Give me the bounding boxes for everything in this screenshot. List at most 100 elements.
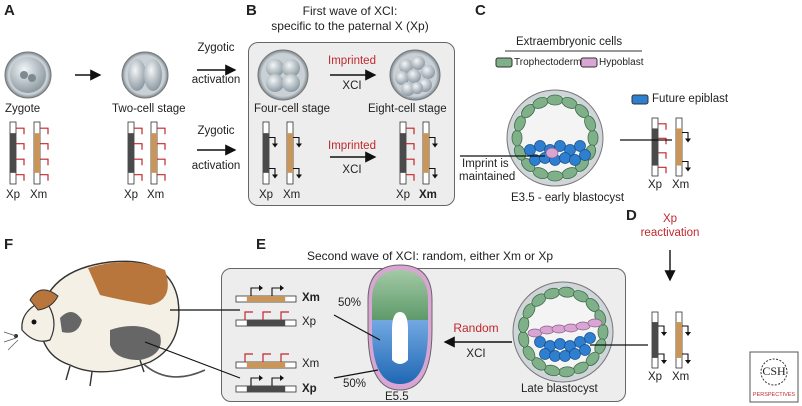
epiblast-cell [534, 336, 546, 348]
xp-reactivation-1: Xp [662, 213, 678, 225]
extraembryonic-label: Extraembryonic cells [516, 36, 623, 48]
hypoblast-cell [587, 318, 603, 328]
imprint-maintained-1: Imprint is [462, 158, 509, 170]
hypoblast-swatch [580, 57, 598, 68]
chrom-xm-b1 [286, 121, 302, 185]
xm-label-b2: Xm [419, 189, 437, 201]
epiblast-cell [554, 338, 566, 350]
percent-bottom: 50% [343, 378, 367, 390]
zygotic-activation-2b: activation [191, 160, 241, 172]
xp-label-d: Xp [648, 371, 663, 383]
zygotic-activation-1: Zygotic [197, 42, 234, 55]
trophectoderm-label: Trophectoderm [514, 57, 582, 68]
zygotic-activation-2: Zygotic [197, 125, 235, 137]
logo-subtext: PERSPECTIVES [752, 392, 796, 398]
chrom-xm-d [675, 311, 691, 369]
chrom-xm-a2 [150, 121, 166, 185]
csh-logo [749, 351, 799, 403]
panel-label-e: E [256, 236, 267, 253]
trophectoderm-cell [584, 115, 597, 132]
xm-label-d: Xm [672, 371, 690, 383]
xp-reactivation-2: reactivation [640, 227, 700, 239]
percent-top: 50% [338, 297, 362, 309]
chrom-xm-a1 [33, 121, 49, 185]
first-wave-title-1: First wave of XCI: [302, 4, 398, 18]
two-cell-embryo-icon [121, 51, 169, 99]
e35-label: E3.5 - early blastocyst [511, 192, 625, 204]
epiblast-cell [579, 149, 591, 161]
panel-label-b: B [246, 2, 257, 19]
e55-label: E5.5 [385, 391, 409, 403]
imprinted-label-2: Imprinted [328, 140, 376, 152]
eight-cell-embryo-icon [389, 49, 441, 101]
panel-label-d: D [626, 207, 637, 224]
four-cell-embryo-icon [257, 49, 309, 101]
xm-active-label: Xm [302, 292, 320, 304]
chrom-xp-c [651, 117, 667, 177]
chrom-xp-e2 [235, 375, 297, 393]
late-blastocyst-icon [512, 281, 614, 383]
epiblast-cell [574, 140, 586, 152]
zygotic-activation-1b: activation [191, 74, 241, 86]
imprinted-label-1: Imprinted [328, 55, 376, 67]
trophectoderm-cell [546, 94, 564, 106]
chrom-xm-e2 [235, 353, 297, 369]
xp-active-label: Xp [302, 383, 317, 395]
chrom-xp-d [651, 311, 667, 369]
epiblast-cell [554, 140, 566, 152]
epiblast-cell [559, 350, 571, 362]
chrom-xm-b2 [422, 121, 438, 185]
chrom-xm-e1 [235, 285, 297, 303]
xp-label-c: Xp [648, 179, 663, 191]
trophectoderm-cell [546, 170, 564, 182]
logo-text: CSH [762, 364, 786, 378]
chrom-xp-b2 [399, 121, 415, 185]
chrom-xp-a1 [9, 121, 25, 185]
chrom-xm-c [675, 117, 691, 177]
trophectoderm-cell [511, 129, 523, 147]
xci-label-2: XCI [342, 164, 362, 176]
xm-label-a2: Xm [147, 189, 165, 201]
first-wave-title-2: specific to the paternal X (Xp) [271, 19, 429, 33]
imprint-maintained-2: maintained [459, 171, 516, 183]
late-blastocyst-label: Late blastocyst [521, 383, 598, 395]
xp-label-b1: Xp [259, 189, 274, 201]
xci-label-e: XCI [466, 348, 486, 360]
panel-label-f: F [4, 236, 14, 253]
random-label: Random [453, 321, 499, 335]
panel-label-c: C [475, 2, 486, 19]
epiblast-cell [524, 144, 536, 156]
e55-embryo-icon [367, 264, 433, 391]
hypoblast-cell [545, 147, 559, 159]
chrom-xp-e1 [235, 311, 297, 327]
xm-label-a1: Xm [30, 189, 48, 201]
eight-cell-label: Eight-cell stage [368, 103, 447, 115]
future-epiblast-label: Future epiblast [652, 93, 729, 105]
two-cell-label: Two-cell stage [112, 103, 186, 115]
epiblast-cell [534, 140, 546, 152]
trophectoderm-cell [587, 129, 599, 147]
xm-label-c: Xm [672, 179, 690, 191]
trophectoderm-swatch [495, 57, 513, 68]
xm-inactive-label: Xm [302, 358, 320, 370]
epiblast-swatch [631, 94, 649, 105]
epiblast-cell [539, 348, 551, 360]
four-cell-label: Four-cell stage [254, 103, 331, 115]
zygotic-activation-1-line1: Zygotic [197, 42, 235, 54]
epiblast-cell [569, 154, 581, 166]
mouse-illustration [3, 260, 206, 387]
xp-label-a2: Xp [124, 189, 139, 201]
epiblast-cell [584, 332, 596, 344]
chrom-xp-a2 [127, 121, 143, 185]
xm-label-b1: Xm [283, 189, 301, 201]
xp-label-a1: Xp [6, 189, 21, 201]
epiblast-cell [549, 350, 561, 362]
xp-inactive-label: Xp [302, 316, 317, 328]
early-blastocyst-icon [506, 89, 604, 187]
panel-label-a: A [4, 2, 15, 19]
epiblast-cell [579, 344, 591, 356]
chrom-xp-b1 [262, 121, 278, 185]
xci-label-1: XCI [342, 80, 362, 92]
epiblast-cell [569, 348, 581, 360]
